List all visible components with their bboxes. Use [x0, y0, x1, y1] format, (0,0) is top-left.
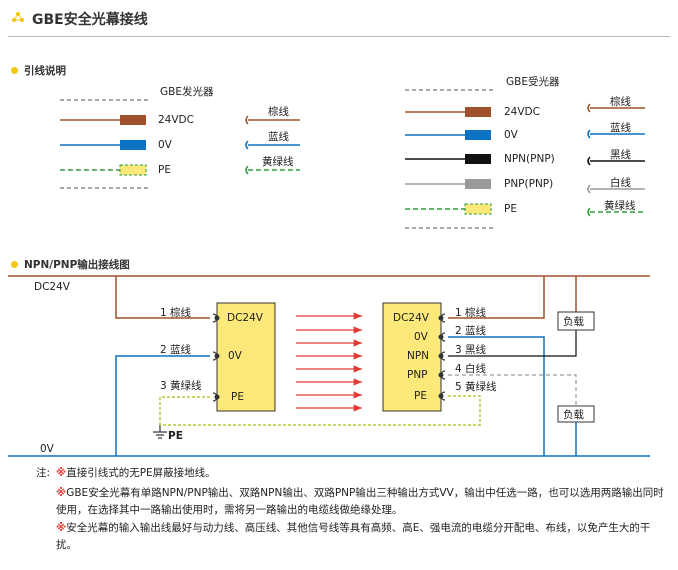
note-3-text: 安全光幕的输入输出线最好与动力线、高压线、其他信号线等具有高频、高E、强电流的电…	[56, 522, 651, 551]
receiver-terminal-pnp: PNP(PNP)	[504, 178, 554, 190]
receiver-title: GBE受光器	[506, 76, 560, 88]
left-wire-3: 3 黄绿线	[160, 380, 202, 392]
emitter-terminal-0v: 0V	[158, 139, 172, 151]
section-bullet-icon	[11, 261, 18, 268]
right-pin-pe: PE	[414, 390, 427, 402]
note-1-text: 直接引线式的无PE屏蔽接地线。	[66, 467, 216, 479]
right-wire-3: 3 黑线	[455, 344, 487, 356]
load-box-lower	[557, 405, 595, 423]
receiver-legend	[405, 89, 645, 229]
pe-ground-label: PE	[168, 430, 183, 442]
ground-label: 0V	[40, 443, 54, 455]
receiver-wire-brown: 棕线	[610, 96, 631, 108]
note-2: ※GBE安全光幕有单路NPN/PNP输出、双路NPN输出、双路PNP输出三种输出…	[56, 485, 664, 519]
receiver-wire-black: 黑线	[610, 149, 631, 161]
title-underline	[8, 36, 670, 37]
emitter-terminal-24vdc: 24VDC	[158, 114, 194, 126]
left-wire-2: 2 蓝线	[160, 344, 192, 356]
right-pin-dc24v: DC24V	[393, 312, 429, 324]
right-wire-5: 5 黄绿线	[455, 381, 497, 393]
receiver-terminal-npn: NPN(PNP)	[504, 153, 555, 165]
emitter-terminal-pe: PE	[158, 164, 171, 176]
receiver-terminal-24vdc: 24VDC	[504, 106, 540, 118]
load-label-lower: 负载	[563, 409, 584, 421]
section-wiring-title: 引线说明	[24, 65, 66, 77]
circuit	[8, 275, 650, 457]
right-pin-pnp: PNP	[407, 369, 428, 381]
receiver-wire-green: 黄绿线	[604, 200, 636, 212]
section-output-title: NPN/PNP输出接线图	[24, 259, 130, 271]
note-3: ※安全光幕的输入输出线最好与动力线、高压线、其他信号线等具有高频、高E、强电流的…	[56, 520, 664, 554]
receiver-terminal-pe: PE	[504, 203, 517, 215]
supply-label: DC24V	[34, 281, 70, 293]
section-bullet-icon	[11, 67, 18, 74]
load-box-upper	[557, 311, 595, 331]
light-beams	[296, 312, 362, 412]
left-pin-pe: PE	[231, 391, 244, 403]
right-wire-4: 4 白线	[455, 363, 487, 375]
note-2-text: GBE安全光幕有单路NPN/PNP输出、双路NPN输出、双路PNP输出三种输出方…	[56, 487, 664, 516]
right-pin-npn: NPN	[407, 350, 430, 362]
receiver-wire-blue: 蓝线	[610, 122, 631, 134]
emitter-wire-brown: 棕线	[268, 106, 289, 118]
emitter-blue-sleeve	[120, 140, 146, 150]
emitter-legend	[60, 99, 300, 189]
left-pin-0v: 0V	[228, 350, 242, 362]
receiver-wire-white: 白线	[610, 177, 631, 189]
right-wire-1: 1 棕线	[455, 307, 487, 319]
receiver-terminal-0v: 0V	[504, 129, 518, 141]
logo-icon	[10, 10, 26, 26]
left-wire-1: 1 棕线	[160, 307, 192, 319]
note-1: ※直接引线式的无PE屏蔽接地线。	[56, 465, 666, 482]
emitter-wire-green: 黄绿线	[262, 156, 294, 168]
emitter-box	[216, 302, 276, 412]
right-wire-2: 2 蓝线	[455, 325, 487, 337]
emitter-title: GBE发光器	[160, 86, 214, 98]
left-pin-dc24v: DC24V	[227, 312, 263, 324]
note-mark-icon: ※	[56, 467, 67, 479]
load-label-upper: 负载	[563, 316, 584, 328]
receiver-box	[382, 302, 442, 412]
note-mark-icon: ※	[56, 522, 67, 534]
notes-prefix: 注:	[36, 467, 51, 479]
emitter-green-sleeve	[119, 164, 147, 176]
right-pin-0v: 0V	[414, 331, 428, 343]
page-title: GBE安全光幕接线	[32, 12, 148, 28]
emitter-wire-blue: 蓝线	[268, 131, 289, 143]
note-mark-icon: ※	[56, 487, 67, 499]
emitter-brown-sleeve	[120, 115, 146, 125]
